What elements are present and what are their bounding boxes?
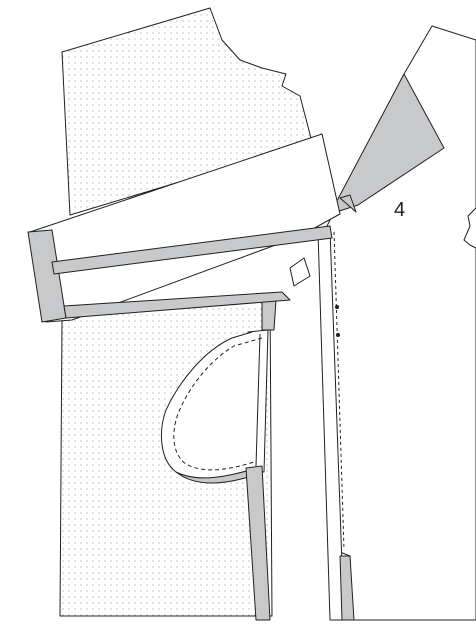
band-fold-tab <box>289 257 311 287</box>
step-number: 4 <box>394 199 405 221</box>
band-gray-lower-edge <box>63 291 291 319</box>
button-mark-upper <box>335 305 339 309</box>
button-mark-lower <box>336 333 340 337</box>
gray-placket-strip-left <box>245 465 271 621</box>
pocket-bag-gray-edge <box>175 469 253 484</box>
gray-placket-strip-right <box>339 555 355 621</box>
facing-notch <box>339 194 357 213</box>
gray-shoulder-facing <box>329 73 445 215</box>
band-gray-upper-edge <box>51 225 333 275</box>
pocket-stitch-line <box>173 337 263 471</box>
center-front-dashed-line <box>333 231 345 551</box>
pocket-opening-line <box>255 333 261 467</box>
